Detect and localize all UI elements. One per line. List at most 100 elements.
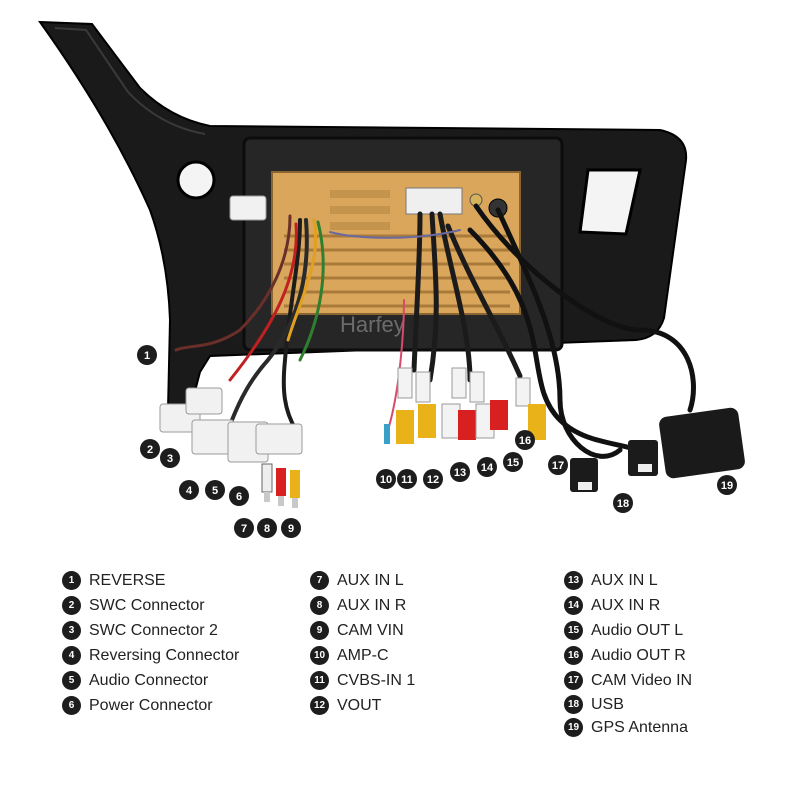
legend-item-3: 3 SWC Connector 2: [62, 618, 239, 643]
legend-item-8: 8 AUX IN R: [310, 593, 415, 618]
legend-column-3: 13 AUX IN L 14 AUX IN R 15 Audio OUT L 16 Audio…: [564, 568, 692, 739]
legend-number-badge: 16: [564, 646, 583, 665]
callout-9: 9: [281, 518, 301, 538]
power-connector: [255, 423, 303, 455]
legend-number-badge: 2: [62, 596, 81, 615]
legend-number-badge: 5: [62, 671, 81, 690]
svg-text:3: 3: [167, 453, 173, 465]
legend-number-badge: 15: [564, 621, 583, 640]
legend-label: CVBS-IN 1: [337, 671, 416, 689]
legend-item-6: 6 Power Connector: [62, 693, 239, 718]
legend-column-2: 7 AUX IN L 8 AUX IN R 9 CAM VIN 10 AMP-C 11 CVBS-…: [310, 568, 415, 718]
legend-label: AUX IN R: [591, 596, 661, 614]
legend-item-10: 10 AMP-C: [310, 643, 415, 668]
legend-number-badge: 14: [564, 596, 583, 615]
callout-14: 14: [477, 457, 497, 477]
legend-number-badge: 18: [564, 695, 583, 714]
callout-17: 17: [548, 455, 568, 475]
svg-text:10: 10: [380, 474, 392, 486]
legend-item-18: 18 USB: [564, 693, 692, 716]
legend-label: USB: [591, 695, 624, 713]
callout-15: 15: [503, 452, 523, 472]
svg-text:5: 5: [212, 485, 218, 497]
svg-text:14: 14: [481, 462, 494, 474]
watermark: Harfey: [340, 312, 405, 337]
legend-label: AUX IN L: [337, 571, 404, 589]
legend-label: SWC Connector 2: [89, 621, 218, 639]
legend-number-badge: 9: [310, 621, 329, 640]
legend-label: Audio OUT L: [591, 621, 684, 639]
legend-number-badge: 13: [564, 571, 583, 590]
legend-label: AMP-C: [337, 646, 389, 664]
svg-text:1: 1: [144, 350, 150, 362]
wiring-diagram-photo: Harfey: [38, 20, 745, 508]
legend-number-badge: 1: [62, 571, 81, 590]
svg-text:18: 18: [617, 498, 629, 510]
svg-text:7: 7: [241, 523, 247, 535]
harness-plug-top: [229, 195, 267, 221]
callout-1: 1: [137, 345, 157, 365]
svg-text:11: 11: [401, 474, 413, 486]
legend-item-2: 2 SWC Connector: [62, 593, 239, 618]
callout-6: 6: [229, 486, 249, 506]
callout-2: 2: [140, 439, 160, 459]
legend-number-badge: 4: [62, 646, 81, 665]
gps-antenna: [659, 407, 745, 479]
callout-12: 12: [423, 469, 443, 489]
svg-text:4: 4: [186, 485, 193, 497]
legend-item-7: 7 AUX IN L: [310, 568, 415, 593]
callout-4: 4: [179, 480, 199, 500]
legend-label: SWC Connector: [89, 596, 205, 614]
svg-text:9: 9: [288, 523, 294, 535]
callout-3: 3: [160, 448, 180, 468]
legend-label: Power Connector: [89, 696, 213, 714]
legend-label: REVERSE: [89, 571, 166, 589]
svg-text:17: 17: [552, 460, 564, 472]
svg-text:19: 19: [721, 480, 733, 492]
legend-item-9: 9 CAM VIN: [310, 618, 415, 643]
legend-number-badge: 8: [310, 596, 329, 615]
callout-19: 19: [717, 475, 737, 495]
svg-text:13: 13: [454, 467, 466, 479]
callout-7: 7: [234, 518, 254, 538]
legend-label: CAM Video IN: [591, 671, 693, 689]
legend-label: AUX IN R: [337, 596, 407, 614]
svg-text:6: 6: [236, 491, 242, 503]
legend-item-1: 1 REVERSE: [62, 568, 239, 593]
callout-18: 18: [613, 493, 633, 513]
legend-number-badge: 3: [62, 621, 81, 640]
legend-number-badge: 19: [564, 718, 583, 737]
legend-label: AUX IN L: [591, 571, 658, 589]
svg-text:8: 8: [264, 523, 270, 535]
legend-number-badge: 7: [310, 571, 329, 590]
callout-16: 16: [515, 430, 535, 450]
callout-10: 10: [376, 469, 396, 489]
legend-label: Reversing Connector: [89, 646, 240, 664]
legend-item-13: 13 AUX IN L: [564, 568, 692, 593]
legend-label: Audio OUT R: [591, 646, 686, 664]
legend-item-16: 16 Audio OUT R: [564, 643, 692, 668]
legend-label: CAM VIN: [337, 621, 404, 639]
svg-text:2: 2: [147, 444, 153, 456]
svg-text:12: 12: [427, 474, 439, 486]
svg-text:16: 16: [519, 435, 531, 447]
callout-11: 11: [397, 469, 417, 489]
legend-number-badge: 17: [564, 671, 583, 690]
callout-8: 8: [257, 518, 277, 538]
legend-item-15: 15 Audio OUT L: [564, 618, 692, 643]
legend-label: VOUT: [337, 696, 382, 714]
legend-item-4: 4 Reversing Connector: [62, 643, 239, 668]
legend-item-11: 11 CVBS-IN 1: [310, 668, 415, 693]
legend-number-badge: 11: [310, 671, 329, 690]
callout-5: 5: [205, 480, 225, 500]
legend-number-badge: 6: [62, 696, 81, 715]
legend-item-14: 14 AUX IN R: [564, 593, 692, 618]
legend-number-badge: 10: [310, 646, 329, 665]
legend-item-12: 12 VOUT: [310, 693, 415, 718]
legend-number-badge: 12: [310, 696, 329, 715]
svg-text:15: 15: [507, 457, 519, 469]
